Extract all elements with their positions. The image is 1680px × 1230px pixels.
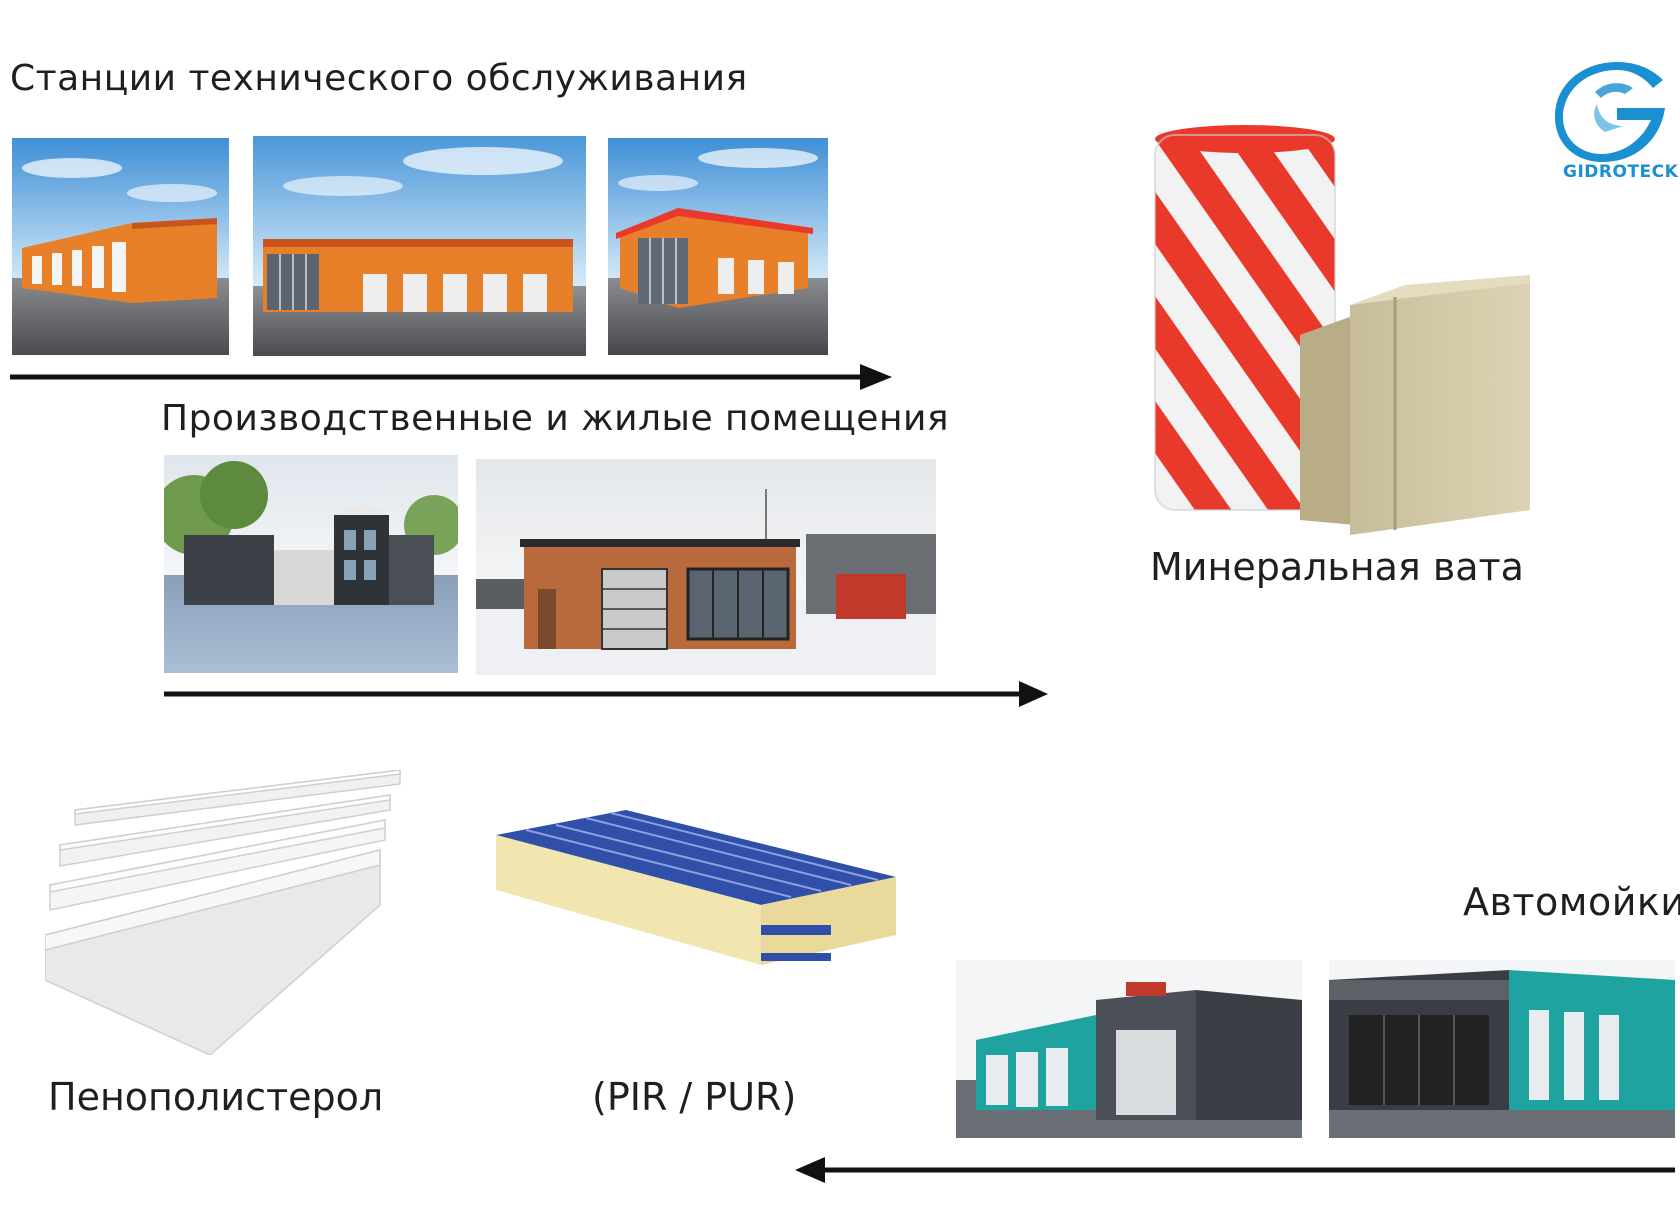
logo-name: GIDROTECK: [1563, 162, 1679, 182]
label-polystyrene: Пенополистерол: [48, 1075, 384, 1119]
sandwich-panel-image: [496, 805, 898, 985]
arrow-right-2: [164, 679, 1048, 709]
label-mineral-wool: Минеральная вата: [1150, 545, 1524, 589]
mineral-wool-image: [1145, 125, 1535, 535]
residential-building-photo: [164, 455, 458, 673]
g-swirl-logo-icon: [1555, 62, 1665, 162]
heading-service-stations: Станции технического обслуживания: [10, 58, 748, 99]
polystyrene-image: [45, 770, 430, 1055]
service-station-photo-2: [253, 136, 586, 356]
gidroteck-logo: GIDROTECK: [1555, 62, 1679, 182]
heading-industrial-residential: Производственные и жилые помещения: [161, 398, 950, 439]
arrow-right-1: [10, 362, 892, 392]
service-station-photo-3: [608, 138, 828, 355]
service-station-photo-1: [12, 138, 229, 355]
garage-building-photo: [476, 459, 936, 675]
label-pir-pur: (PIR / PUR): [592, 1075, 797, 1119]
car-wash-photo-1: [956, 960, 1302, 1138]
arrow-left-3: [795, 1155, 1675, 1185]
car-wash-photo-2: [1329, 960, 1675, 1138]
heading-car-washes: Автомойки: [1463, 880, 1680, 924]
